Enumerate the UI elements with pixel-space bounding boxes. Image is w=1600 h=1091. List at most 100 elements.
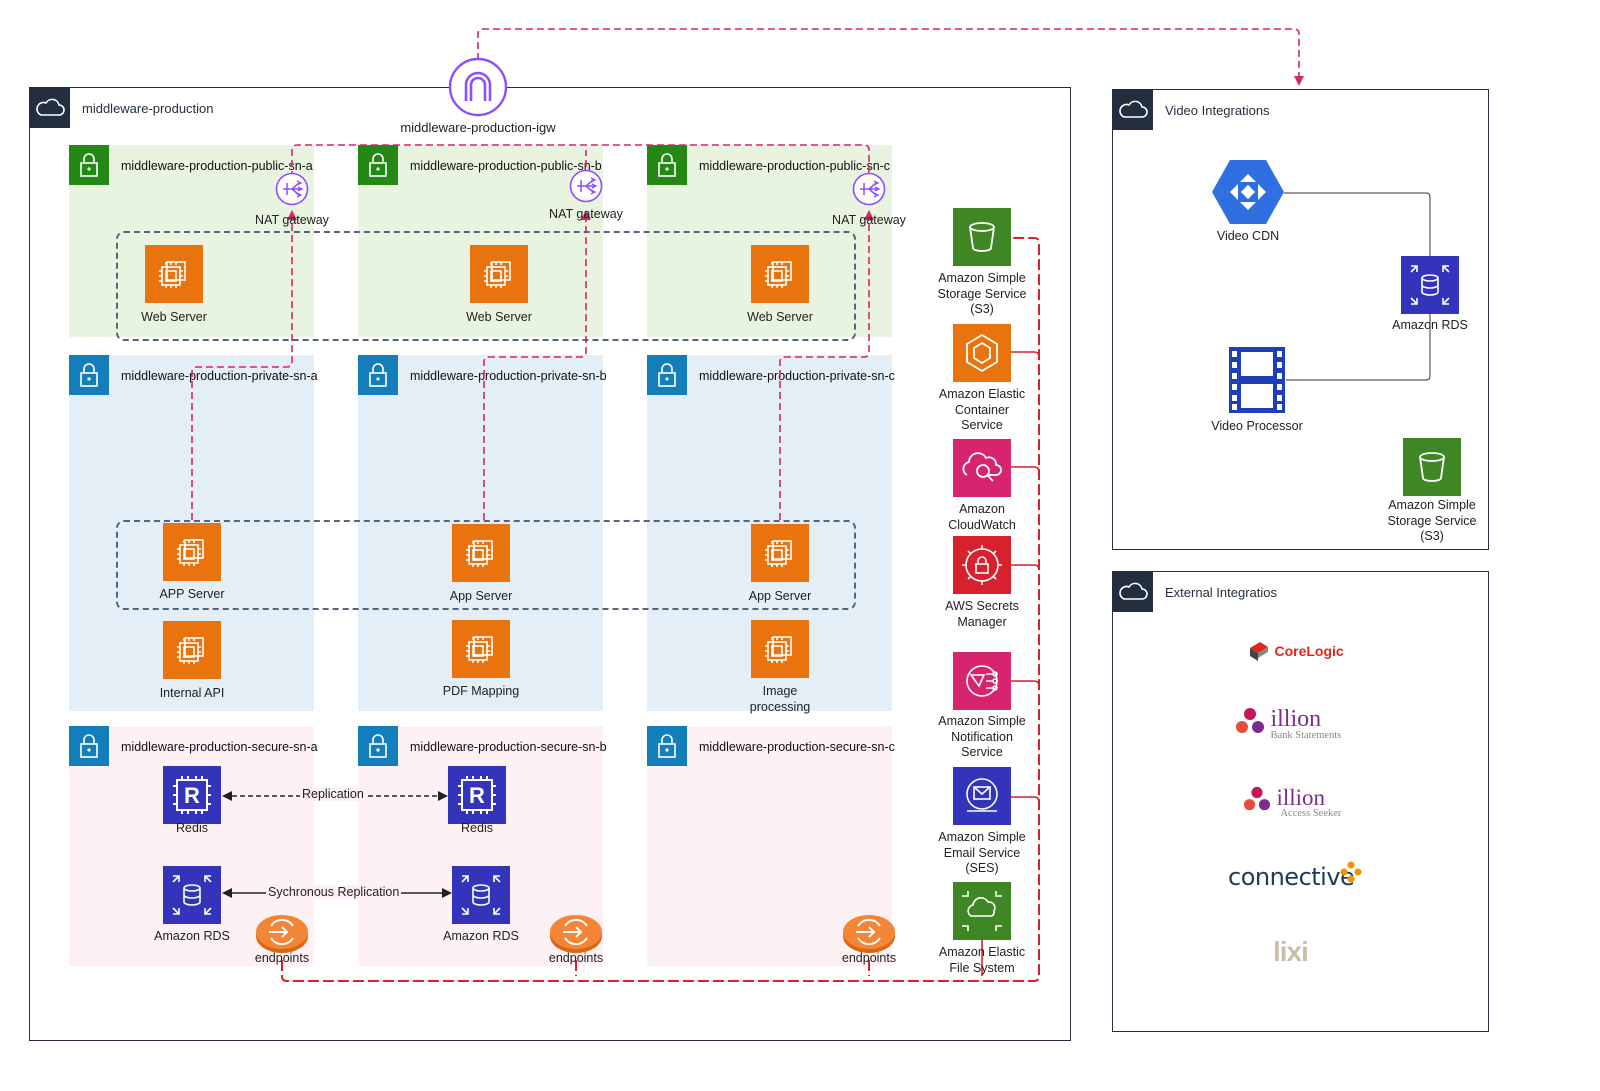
- web-server-label: Web Server: [747, 310, 813, 324]
- ec2-image-processing-icon: [751, 620, 809, 678]
- s3-label: Amazon Simple Storage Service (S3): [938, 271, 1027, 318]
- sns-label-line3: Service: [961, 745, 1003, 759]
- efs-label: Amazon Elastic File System: [939, 945, 1025, 976]
- lixi-name: lixi: [1273, 936, 1309, 967]
- rds-icon: [163, 866, 221, 924]
- external-integrations-title: External Integratios: [1165, 585, 1278, 600]
- video-rds-label: Amazon RDS: [1392, 318, 1468, 332]
- subnet-title: middleware-production-private-sn-c: [699, 369, 895, 383]
- ec2-app-server-icon: [163, 523, 221, 581]
- internet-gateway-icon: [448, 57, 508, 117]
- corelogic-mark-icon: [1250, 642, 1268, 661]
- replication-label: Replication: [300, 787, 366, 801]
- web-server-label: Web Server: [141, 310, 207, 324]
- svg-text:R: R: [184, 783, 200, 808]
- secrets-manager-label-line2: Manager: [957, 614, 1007, 629]
- illion-bank-statements-logo: illion Bank Statements: [1234, 707, 1341, 742]
- endpoints-label: endpoints: [254, 951, 310, 965]
- secrets-manager-icon: [953, 536, 1011, 594]
- ec2-web-server-icon: [751, 245, 809, 303]
- vpc-endpoint-icon: [549, 912, 603, 954]
- nat-gateway-icon: [852, 172, 886, 206]
- subnet-title: middleware-production-secure-sn-c: [699, 740, 895, 754]
- ses-icon: [953, 767, 1011, 825]
- nat-gateway-label: NAT gateway: [549, 207, 623, 221]
- vpc-endpoint-icon: [255, 912, 309, 954]
- lock-icon: [69, 145, 109, 185]
- sns-label-line1: Amazon Simple: [938, 714, 1026, 728]
- subnet-title: middleware-production-public-sn-c: [699, 159, 891, 173]
- connective-name: connective: [1228, 863, 1355, 891]
- external-integrations-frame: External Integratios: [1112, 571, 1489, 1032]
- ec2-pdf-mapping-icon: [452, 620, 510, 678]
- cloud-icon: [1113, 90, 1153, 130]
- lock-icon: [647, 145, 687, 185]
- lock-icon: [69, 726, 109, 766]
- video-s3-label-line1: Amazon Simple: [1388, 498, 1476, 512]
- sns-icon: [953, 652, 1011, 710]
- sync-replication-label: Sychronous Replication: [266, 885, 402, 899]
- cloudwatch-icon: [953, 439, 1011, 497]
- illion-mark-icon: [1236, 708, 1264, 733]
- illion-mark-icon: [1243, 786, 1271, 811]
- app-server-label: App Server: [449, 589, 513, 603]
- corelogic-logo: CoreLogic: [1248, 640, 1344, 662]
- rds-icon: [1401, 256, 1459, 314]
- illion-access-seeker-logo: illion Access Seeker: [1242, 786, 1341, 820]
- illion-name: illion: [1276, 785, 1326, 810]
- image-processing-label-line1: Image: [762, 684, 798, 698]
- endpoints-label: endpoints: [548, 951, 604, 965]
- redis-icon: R: [163, 766, 221, 824]
- redis-label: Redis: [176, 821, 208, 835]
- video-integrations-title: Video Integrations: [1165, 103, 1270, 118]
- cloud-icon: [1113, 572, 1153, 612]
- secrets-manager-label: AWS Secrets Manager: [945, 599, 1019, 630]
- ecs-label-line3: Service: [961, 418, 1003, 432]
- subnet-title: middleware-production-public-sn-a: [121, 159, 313, 173]
- cloudwatch-label-line1: Amazon: [959, 502, 1005, 516]
- ec2-web-server-icon: [470, 245, 528, 303]
- s3-label-line1: Amazon Simple: [938, 271, 1026, 285]
- vpc-endpoint-icon: [842, 912, 896, 954]
- ec2-internal-api-icon: [163, 621, 221, 679]
- s3-bucket-icon: [1403, 438, 1461, 496]
- nat-gateway-label: NAT gateway: [832, 213, 906, 227]
- ses-label-line1: Amazon Simple: [938, 830, 1026, 844]
- lock-icon: [69, 355, 109, 395]
- ecs-label-line2: Container: [954, 402, 1010, 417]
- image-processing-label: Image processing: [750, 684, 810, 715]
- pdf-mapping-label: PDF Mapping: [442, 684, 520, 698]
- video-integrations-frame: Video Integrations: [1112, 89, 1489, 550]
- subnet-title: middleware-production-secure-sn-b: [410, 740, 607, 754]
- rds-label: Amazon RDS: [154, 929, 230, 943]
- lock-icon: [647, 355, 687, 395]
- s3-bucket-icon: [953, 208, 1011, 266]
- lixi-logo: lixi: [1273, 936, 1309, 968]
- rds-label: Amazon RDS: [443, 929, 519, 943]
- nat-gateway-icon: [569, 169, 603, 203]
- redis-icon: R: [448, 766, 506, 824]
- lock-icon: [358, 355, 398, 395]
- video-cdn-label: Video CDN: [1216, 229, 1280, 243]
- ses-label-line2: Email Service: [943, 845, 1021, 860]
- video-processor-label: Video Processor: [1211, 419, 1303, 433]
- lock-icon: [647, 726, 687, 766]
- ecs-icon: [953, 324, 1011, 382]
- video-s3-label-line3: (S3): [1420, 529, 1444, 543]
- efs-label-line1: Amazon Elastic: [938, 945, 1026, 959]
- film-strip-icon: [1228, 346, 1286, 414]
- efs-label-line2: File System: [949, 960, 1015, 975]
- video-s3-label: Amazon Simple Storage Service (S3): [1388, 498, 1477, 545]
- app-server-label: APP Server: [159, 587, 225, 601]
- cloudwatch-label: Amazon CloudWatch: [948, 502, 1016, 533]
- s3-label-line2: Storage Service: [937, 286, 1027, 301]
- app-server-label: App Server: [748, 589, 812, 603]
- illion-subtitle: Bank Statements: [1270, 730, 1342, 741]
- ecs-label: Amazon Elastic Container Service: [939, 387, 1025, 434]
- ses-label: Amazon Simple Email Service (SES): [938, 830, 1026, 877]
- web-server-label: Web Server: [466, 310, 532, 324]
- svg-text:R: R: [469, 783, 485, 808]
- subnet-title: middleware-production-private-sn-a: [121, 369, 318, 383]
- endpoints-label: endpoints: [841, 951, 897, 965]
- subnet-title: middleware-production-private-sn-b: [410, 369, 607, 383]
